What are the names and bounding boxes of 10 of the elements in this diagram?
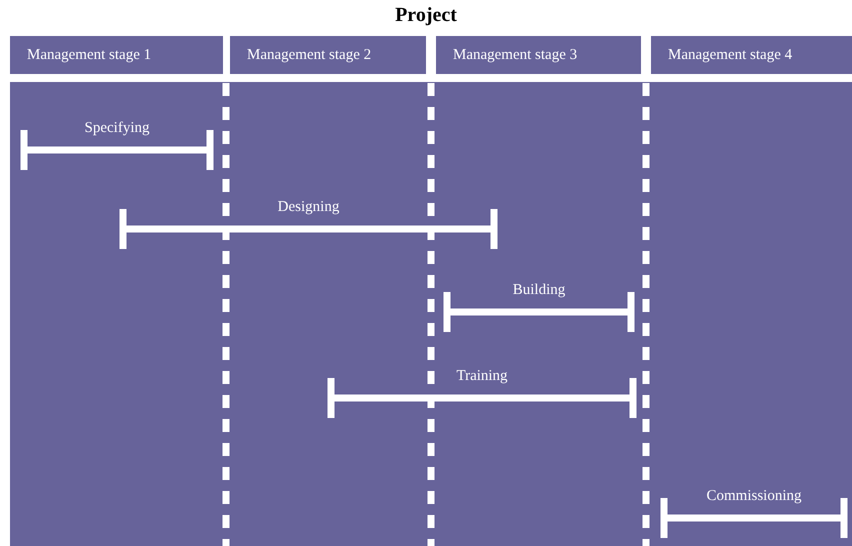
stage-header: Management stage 1 (10, 36, 223, 74)
activity-label: Training (456, 368, 508, 385)
activity-label: Specifying (84, 120, 150, 137)
activity-label: Building (512, 282, 566, 299)
activity-label: Designing (278, 199, 340, 216)
stage-header: Management stage 3 (436, 36, 641, 74)
stage-header: Management stage 4 (651, 36, 852, 74)
activity-label: Commissioning (706, 488, 802, 505)
title: Project (394, 4, 458, 27)
stage-header: Management stage 2 (230, 36, 426, 74)
